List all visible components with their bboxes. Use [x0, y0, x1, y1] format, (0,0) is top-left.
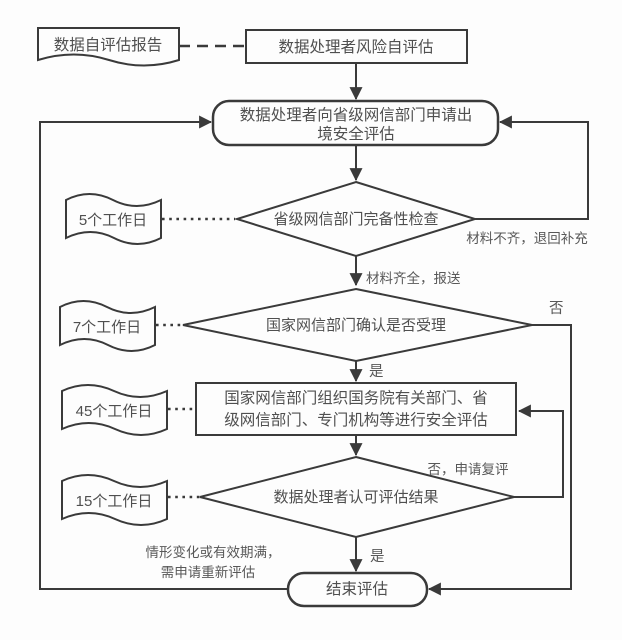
- document-shape: [37, 27, 180, 67]
- rect-shape: [195, 382, 517, 436]
- node-label-line1: 国家网信部门组织国务院有关部门、省: [224, 388, 488, 407]
- edge-not-accepted-loop: [427, 324, 572, 596]
- tape-shape: [61, 474, 168, 526]
- node-result-recognition: 数据处理者认可评估结果: [199, 455, 515, 539]
- duration-label: 7个工作日: [73, 319, 141, 336]
- node-label: 结束评估: [326, 580, 388, 598]
- duration-check2: 7个工作日: [59, 300, 156, 352]
- node-end-assessment: 结束评估: [286, 571, 429, 608]
- duration-label: 45个工作日: [76, 403, 153, 420]
- label-no-reassess: 否，申请复评: [428, 461, 509, 477]
- duration-check1: 5个工作日: [65, 193, 162, 245]
- node-label: 国家网信部门确认是否受理: [266, 317, 446, 334]
- diamond-shape: [233, 180, 479, 258]
- edge-incomplete-loop: [475, 115, 589, 220]
- duration-organize: 45个工作日: [61, 384, 168, 436]
- label-no-accept: 否: [549, 301, 564, 317]
- edge-revalidate-loop: [39, 115, 288, 590]
- node-risk-self-assessment: 数据处理者风险自评估: [245, 29, 468, 64]
- rounded-rect-shape: [211, 99, 500, 147]
- node-label: 数据自评估报告: [54, 36, 163, 54]
- node-label-line1: 数据处理者向省级网信部门申请出: [240, 106, 473, 124]
- label-materials-incomplete: 材料不齐，退回补充: [466, 231, 588, 246]
- node-self-assessment-report: 数据自评估报告: [37, 27, 180, 67]
- label-revalidate-line2: 需申请重新评估: [161, 565, 256, 580]
- node-label: 省级网信部门完备性检查: [273, 211, 438, 228]
- node-acceptance-check: 国家网信部门确认是否受理: [182, 287, 533, 363]
- duration-label: 5个工作日: [79, 212, 147, 229]
- label-revalidate-line1: 情形变化或有效期满，: [146, 545, 281, 560]
- node-label-line2: 级网信部门、专门机构等进行安全评估: [224, 411, 488, 429]
- rect-shape: [245, 29, 468, 64]
- diamond-shape: [182, 287, 533, 363]
- node-apply-security-assessment: 数据处理者向省级网信部门申请出 境安全评估: [211, 99, 500, 147]
- edge-reassess-loop: [514, 404, 564, 498]
- label-yes-result: 是: [370, 549, 385, 565]
- node-organize-assessment: 国家网信部门组织国务院有关部门、省 级网信部门、专门机构等进行安全评估: [195, 382, 517, 436]
- label-materials-complete: 材料齐全，报送: [366, 270, 461, 286]
- node-completeness-check: 省级网信部门完备性检查: [233, 180, 479, 258]
- diamond-shape: [199, 455, 515, 539]
- node-label: 数据处理者风险自评估: [278, 38, 433, 56]
- tape-shape: [61, 384, 168, 436]
- tape-shape: [65, 193, 162, 245]
- duration-label: 15个工作日: [76, 493, 153, 510]
- label-yes-accept: 是: [369, 364, 384, 380]
- node-label: 数据处理者认可评估结果: [273, 489, 438, 506]
- rounded-rect-shape: [286, 571, 429, 608]
- node-label-line2: 境安全评估: [317, 124, 395, 143]
- tape-shape: [59, 300, 156, 352]
- duration-check3: 15个工作日: [61, 474, 168, 526]
